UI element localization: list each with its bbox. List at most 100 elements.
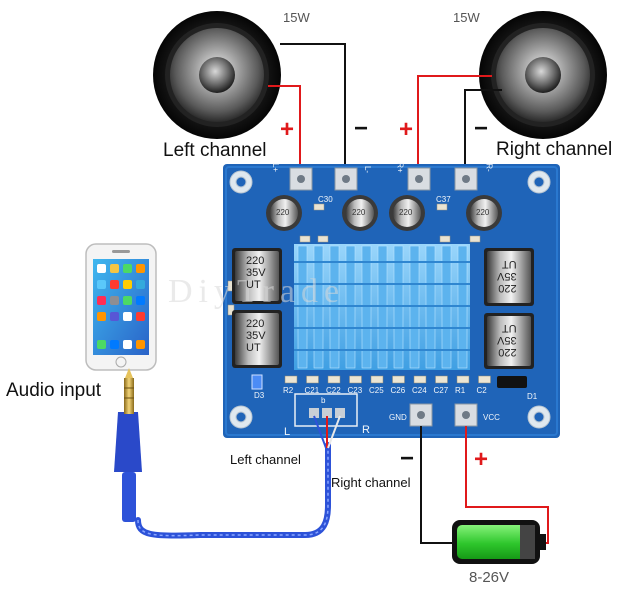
app-icon <box>123 280 132 289</box>
smd-component <box>349 375 362 384</box>
cap-tl-brand: UT <box>246 279 261 291</box>
inductors <box>266 195 502 231</box>
app-icon <box>97 280 106 289</box>
capacitors <box>232 248 534 369</box>
app-icon <box>136 312 145 321</box>
smd-component <box>413 375 427 384</box>
app-icon <box>123 264 132 273</box>
input-signal-wires <box>313 415 341 449</box>
app-icon <box>110 264 119 273</box>
smartphone <box>85 243 157 371</box>
smd-row-label: C22 <box>326 386 341 395</box>
cap-bl-value: 220 35V UT <box>246 318 266 354</box>
inductor-4-value: 220 <box>476 208 490 217</box>
wire-right-channel-label: Right channel <box>331 475 411 490</box>
audio-input-label: Audio input <box>6 380 102 401</box>
smd-component <box>478 375 491 384</box>
left-plus-sign: + <box>280 116 295 143</box>
pin-l-minus-label: L- <box>363 165 373 174</box>
app-icon <box>123 296 132 305</box>
capacitor-bottom-right <box>484 313 534 369</box>
cap-br-voltage: 35V <box>497 334 517 346</box>
cap-tr-capacitance: 220 <box>498 282 517 294</box>
battery <box>452 520 546 564</box>
cap-br-capacitance: 220 <box>498 346 517 358</box>
cap-br-value: 220 35V UT <box>497 322 517 358</box>
inductor-2-value: 220 <box>352 208 366 217</box>
pin-r-minus-label: R- <box>484 163 494 172</box>
diode-d1 <box>497 376 527 388</box>
gnd-label: GND <box>389 413 407 422</box>
cap-tl-value: 220 35V UT <box>246 255 266 291</box>
audio-cable <box>114 368 331 539</box>
right-plus-sign: + <box>399 116 414 143</box>
dock-app-icon <box>97 340 106 349</box>
pin-r-plus-label: R+ <box>395 162 405 173</box>
inductor-3-value: 220 <box>399 208 413 217</box>
battery-voltage-label: 8-26V <box>469 569 510 586</box>
cap-tr-voltage: 35V <box>497 270 517 282</box>
heatsink-fins <box>294 245 470 369</box>
amplifier-board <box>223 164 560 438</box>
smd-component <box>284 375 298 384</box>
app-icon <box>97 312 106 321</box>
speaker-terminals <box>289 167 478 191</box>
left-speaker-power: 15W <box>283 10 310 25</box>
mounting-holes <box>229 170 551 429</box>
cap-tl-capacitance: 220 <box>246 255 265 267</box>
smd-row <box>284 375 491 384</box>
d1-label: D1 <box>527 392 538 401</box>
smd-component <box>456 375 470 384</box>
gnd-minus-sign: − <box>400 445 415 472</box>
dock-app-icon <box>110 340 119 349</box>
c37-label: C37 <box>436 195 451 204</box>
smd-component <box>327 375 341 384</box>
d3-label: D3 <box>254 391 265 400</box>
wire-left-channel-label: Left channel <box>230 452 301 467</box>
smd-components-top <box>227 203 481 316</box>
smd-component <box>392 375 405 384</box>
smd-row-label: C27 <box>433 386 449 395</box>
cap-bl-voltage: 35V <box>246 330 266 342</box>
app-icon <box>136 280 145 289</box>
watermark: DiyTrade <box>168 273 345 310</box>
app-icon <box>136 264 145 273</box>
cap-bl-brand: UT <box>246 342 261 354</box>
smd-component <box>435 375 448 384</box>
cap-bl-capacitance: 220 <box>246 318 265 330</box>
capacitor-bottom-left <box>232 310 282 368</box>
app-icon <box>110 296 119 305</box>
smd-row-label: C21 <box>304 386 320 395</box>
app-grid <box>97 264 145 349</box>
input-r-label: R <box>362 424 370 436</box>
app-icon <box>97 264 106 273</box>
app-icon <box>110 280 119 289</box>
cap-br-brand: UT <box>501 322 517 334</box>
smd-row-label: C23 <box>347 386 363 395</box>
cap-tr-value: 220 35V UT <box>497 258 517 294</box>
smd-component <box>370 375 384 384</box>
smd-component <box>306 375 319 384</box>
smd-row-label: R1 <box>455 386 466 395</box>
capacitor-top-left <box>232 248 282 304</box>
power-terminals <box>409 403 478 427</box>
right-channel-label: Right channel <box>496 139 613 160</box>
smd-row-label: C26 <box>390 386 406 395</box>
app-icon <box>97 296 106 305</box>
app-icon <box>110 312 119 321</box>
left-channel-label: Left channel <box>163 140 267 161</box>
capacitor-top-right <box>484 248 534 306</box>
cap-tr-brand: UT <box>501 258 517 270</box>
right-minus-sign: − <box>474 115 489 142</box>
heatsink <box>294 244 470 370</box>
smd-row-label: C24 <box>412 386 427 395</box>
vcc-plus-sign: + <box>474 446 489 473</box>
right-speaker <box>479 11 607 139</box>
smd-row-label: R2 <box>283 386 294 395</box>
left-minus-sign: − <box>354 115 369 142</box>
left-speaker-wires <box>268 43 346 178</box>
right-speaker-wires <box>417 75 502 178</box>
input-l-label: L <box>284 426 291 438</box>
